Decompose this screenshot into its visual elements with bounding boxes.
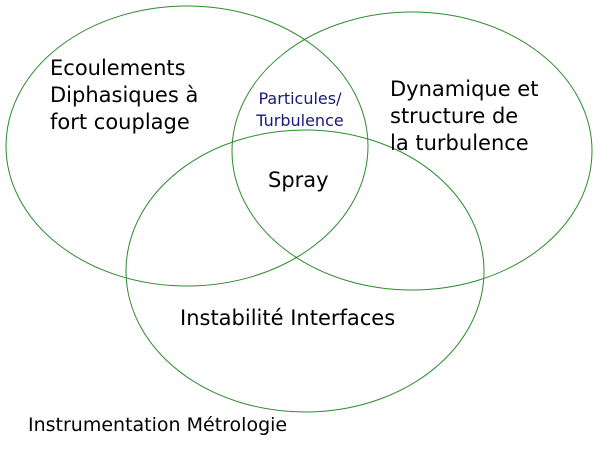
circle-instabilite xyxy=(125,129,485,413)
circle-dynamique xyxy=(231,11,593,291)
label-instrumentation: Instrumentation Métrologie xyxy=(28,414,288,436)
label-particules-turbulence: Particules/ Turbulence xyxy=(256,89,344,130)
label-spray: Spray xyxy=(268,168,329,192)
label-ecoulements: Ecoulements Diphasiques à fort couplage xyxy=(50,56,199,134)
label-instabilite: Instabilité Interfaces xyxy=(180,306,396,330)
circle-ecoulements xyxy=(5,5,369,287)
label-dynamique: Dynamique et structure de la turbulence xyxy=(390,77,539,155)
